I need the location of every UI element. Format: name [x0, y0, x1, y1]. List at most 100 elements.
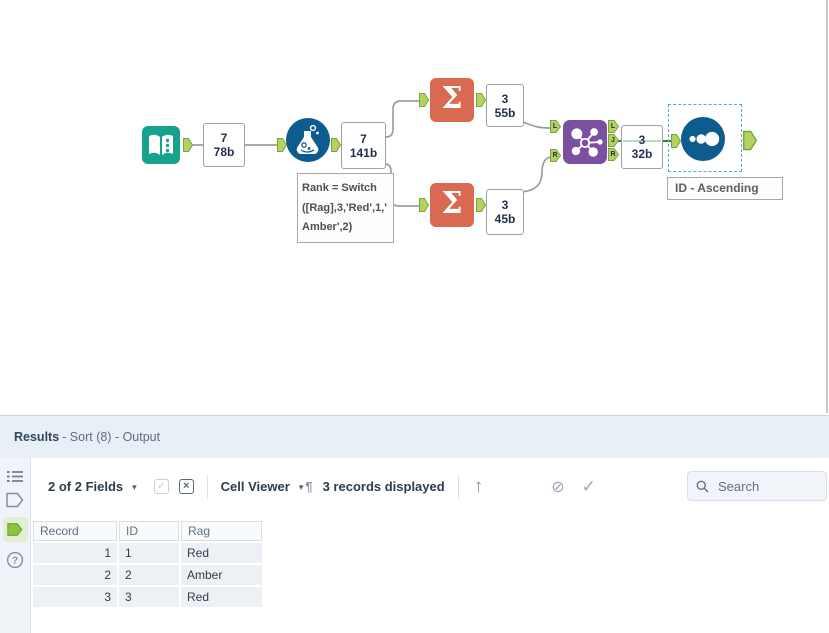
whitespace-toggle[interactable]: ¶	[305, 479, 313, 494]
summarize-tool-top[interactable]: Σ	[430, 78, 474, 122]
join-tool[interactable]	[563, 120, 607, 164]
badge-count: 3	[638, 133, 646, 147]
anchor-label: L	[610, 123, 616, 130]
fields-dropdown[interactable]: 2 of 2 Fields	[48, 479, 124, 494]
annotation-line: Amber',2)	[302, 221, 353, 233]
results-toolbar: 2 of 2 Fields ▾ ✓ × Cell Viewer ▾ ¶ 3 re…	[31, 458, 829, 515]
input-data-tool[interactable]	[142, 126, 180, 164]
formula-input-anchor[interactable]	[277, 138, 287, 152]
x-box-icon: ×	[182, 480, 190, 492]
results-panel-header: Results - Sort (8) - Output	[0, 416, 829, 458]
table-cell[interactable]: 1	[119, 543, 179, 563]
badge-count: 7	[360, 131, 367, 146]
canvas-right-edge	[826, 0, 828, 413]
select-all-fields-button[interactable]: ✓	[153, 479, 169, 494]
sort-output-anchor[interactable]	[743, 130, 757, 151]
annotation-line: ([Rag],3,'Red',1,'	[302, 201, 387, 214]
column-header[interactable]: Record	[33, 521, 117, 541]
summarize-top-input-anchor[interactable]	[419, 93, 429, 107]
summarize-top-output-anchor[interactable]	[476, 93, 486, 107]
badge-size: 45b	[494, 212, 516, 226]
toolbar-separator	[457, 474, 459, 499]
anchor-label: L	[552, 123, 558, 130]
badge-size: 32b	[631, 147, 653, 161]
column-header[interactable]: Rag	[181, 521, 262, 541]
output-anchor-tab-selected[interactable]	[2, 517, 28, 542]
search-icon	[696, 480, 709, 492]
search-box[interactable]	[687, 471, 827, 501]
badge-size: 55b	[494, 105, 516, 120]
join-output-anchor-join[interactable]: J	[608, 134, 620, 147]
checkbox-check-icon: ✓	[156, 480, 166, 492]
record-count-badge-input[interactable]: 7 78b	[203, 123, 245, 167]
table-cell[interactable]: 2	[119, 565, 179, 585]
connection-join-sort-overlay	[623, 140, 661, 142]
sort-input-anchor[interactable]	[671, 134, 681, 148]
sigma-icon: Σ	[441, 186, 463, 221]
annotation-line: Rank = Switch	[302, 182, 377, 194]
join-network-icon	[571, 128, 603, 157]
connection-summarize-bottom-join-right[interactable]	[517, 156, 553, 193]
metadata-list-icon[interactable]	[7, 470, 23, 483]
table-cell[interactable]: Red	[181, 543, 262, 563]
input-data-icon	[149, 134, 173, 155]
formula-annotation[interactable]: Rank = Switch ([Rag],3,'Red',1,' Amber',…	[297, 173, 394, 243]
input-anchor-tab-icon[interactable]	[6, 492, 24, 508]
workflow-canvas[interactable]: 7 78b 7 141b Rank = Switch ([Rag	[0, 0, 829, 415]
summarize-bottom-input-anchor[interactable]	[419, 198, 429, 212]
record-count-badge-summarize-top[interactable]: 3 55b	[486, 84, 524, 127]
badge-count: 7	[220, 131, 228, 145]
table-cell[interactable]: Red	[181, 587, 262, 607]
chevron-down-icon[interactable]: ▾	[132, 482, 137, 492]
formula-tool[interactable]	[286, 118, 330, 162]
anchor-label: J	[611, 137, 615, 144]
sort-annotation[interactable]: ID - Ascending	[667, 177, 783, 200]
badge-count: 3	[501, 198, 509, 212]
chevron-down-icon[interactable]: ▾	[298, 482, 304, 492]
input-output-anchor[interactable]	[183, 138, 193, 152]
results-subtitle: - Sort (8) - Output	[62, 430, 161, 444]
upload-arrow-button[interactable]: ↑	[473, 475, 484, 497]
cancel-icon[interactable]: ⊘	[551, 478, 565, 496]
record-count-badge-formula[interactable]: 7 141b	[341, 122, 386, 169]
results-side-strip: ?	[0, 458, 31, 633]
join-output-anchor-left[interactable]: L	[608, 120, 620, 133]
connection-formula-summarize-top[interactable]	[385, 100, 421, 138]
table-cell[interactable]: Amber	[181, 565, 262, 585]
output-anchor-icon	[7, 523, 23, 536]
results-panel: Results - Sort (8) - Output	[0, 415, 829, 633]
join-output-anchor-right[interactable]: R	[608, 148, 620, 161]
badge-count: 3	[501, 91, 509, 106]
connection-summarize-top-join-left[interactable]	[520, 120, 552, 129]
apply-check-icon[interactable]: ✓	[581, 476, 596, 496]
summarize-bottom-output-anchor[interactable]	[476, 198, 486, 212]
help-icon[interactable]: ?	[6, 551, 24, 569]
search-input[interactable]	[716, 477, 816, 495]
results-title: Results	[14, 430, 60, 444]
deselect-fields-button[interactable]: ×	[178, 479, 194, 494]
anchor-label: R	[552, 152, 558, 159]
formula-output-anchor[interactable]	[331, 138, 341, 152]
connection-layer	[187, 100, 673, 207]
table-cell[interactable]: 3	[119, 587, 179, 607]
join-right-input-anchor[interactable]: R	[550, 149, 562, 162]
join-left-input-anchor[interactable]: L	[550, 120, 562, 133]
formula-flask-icon	[296, 124, 319, 155]
sort-tool[interactable]	[681, 117, 725, 161]
table-cell[interactable]: 1	[33, 543, 117, 563]
records-displayed-label: 3 records displayed	[322, 479, 445, 494]
table-cell[interactable]: 2	[33, 565, 117, 585]
column-header[interactable]: ID	[119, 521, 179, 541]
record-count-badge-join[interactable]: 3 32b	[621, 125, 663, 169]
record-count-badge-summarize-bottom[interactable]: 3 45b	[486, 189, 524, 235]
annotation-text: ID - Ascending	[675, 181, 759, 195]
sort-dots-icon	[689, 131, 720, 147]
anchor-label: R	[610, 151, 616, 158]
table-cell[interactable]: 3	[33, 587, 117, 607]
cell-viewer-dropdown[interactable]: Cell Viewer	[220, 479, 290, 494]
sigma-icon: Σ	[441, 81, 463, 116]
summarize-tool-bottom[interactable]: Σ	[430, 183, 474, 227]
toolbar-separator	[206, 474, 208, 499]
